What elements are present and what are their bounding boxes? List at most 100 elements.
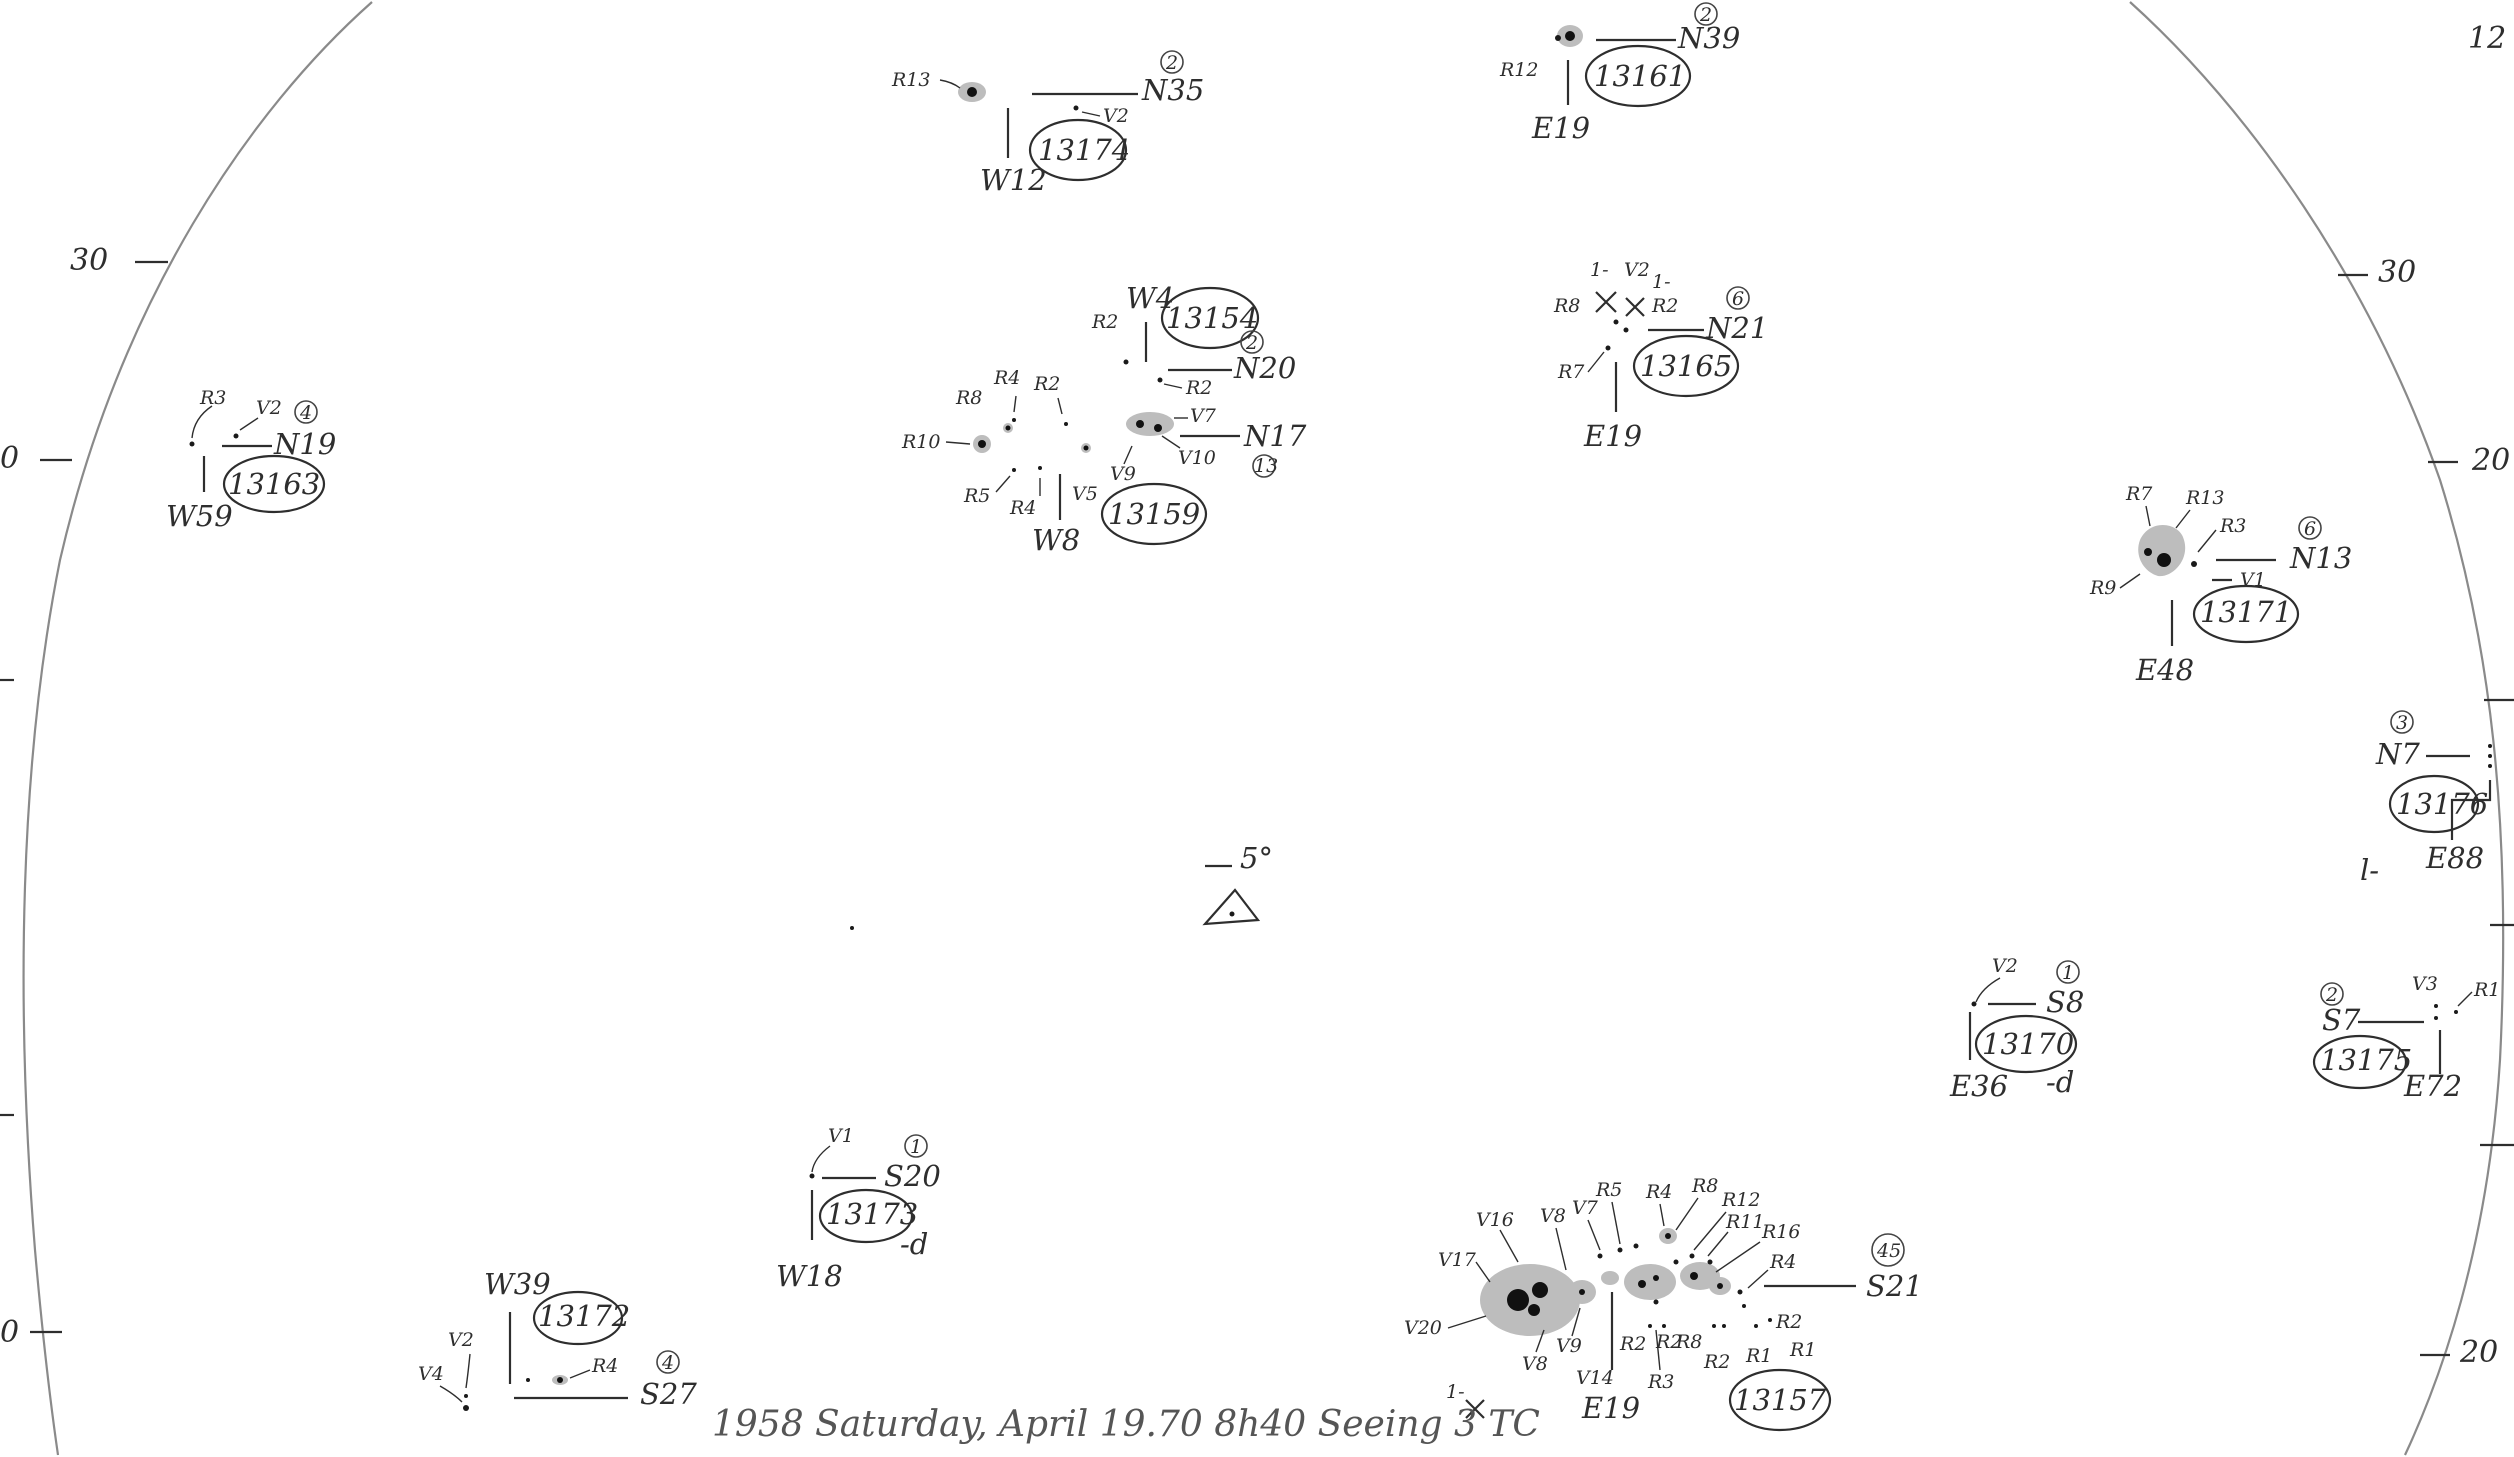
- spot-label: V7: [1572, 1197, 1599, 1219]
- spot-label: V14: [1576, 1367, 1614, 1389]
- region-number: 13175: [2320, 1043, 2412, 1077]
- region-longitude: E19: [1581, 1391, 1640, 1425]
- spot-label: R2: [1655, 1331, 1682, 1353]
- region-number: 13157: [1734, 1383, 1827, 1417]
- spot-label: R4: [1009, 497, 1036, 519]
- region-count: 2: [1245, 332, 1258, 354]
- spot-label: R4: [1769, 1251, 1796, 1273]
- spot-label: V2: [256, 397, 282, 419]
- spot-label: R13: [2185, 487, 2224, 509]
- spot-label: R3: [2219, 515, 2246, 537]
- spot-label: V9: [1556, 1335, 1582, 1357]
- region-latitude: N20: [1233, 351, 1296, 385]
- center-degree-label: 5°: [1240, 841, 1273, 875]
- margin-label-12: 12: [2468, 21, 2506, 56]
- margin-label-30-right: 30: [2378, 255, 2416, 290]
- spot-label: R7: [1557, 361, 1585, 383]
- region-count: 1: [2062, 962, 2074, 984]
- spot-label: R2: [1091, 311, 1118, 333]
- spot-label: R16: [1761, 1221, 1800, 1243]
- spot-label: V1: [828, 1125, 854, 1147]
- region-number: 13170: [1982, 1027, 2074, 1061]
- region-latitude: N21: [1705, 311, 1768, 345]
- region-latitude: S27: [640, 1377, 697, 1411]
- region-count: 13: [1254, 455, 1278, 477]
- margin-ticks: 30 30 0 20 0 20 12: [0, 21, 2514, 1370]
- spot-label: V2: [1103, 105, 1129, 127]
- region-number: 13176: [2396, 787, 2488, 821]
- region-count: 45: [1876, 1240, 1901, 1262]
- spot-label: R2: [1651, 295, 1678, 317]
- region-longitude: E72: [2403, 1069, 2462, 1103]
- spot-label: V9: [1110, 463, 1136, 485]
- region-latitude: S7: [2322, 1003, 2361, 1037]
- region-13171: R7 R13 R3 R9 V1 N13 6 E48 13171: [2089, 483, 2352, 687]
- region-longitude: E36: [1949, 1069, 2008, 1103]
- region-latitude: N17: [1243, 419, 1307, 453]
- region-number: 13172: [538, 1299, 630, 1333]
- region-latitude: N19: [273, 427, 336, 461]
- region-13170: 1 V2 S8 13170 E36 -d: [1949, 955, 2084, 1103]
- spot-label: R13: [891, 69, 930, 91]
- annotation-d: -d: [2046, 1065, 2074, 1099]
- spot-label: R2: [1703, 1351, 1730, 1373]
- spot-label: V5: [1072, 483, 1098, 505]
- spot-label: R4: [1645, 1181, 1672, 1203]
- solar-limb-left: [22, 1, 373, 1456]
- region-count: 6: [2304, 518, 2316, 540]
- spot-label: R7: [2125, 483, 2153, 505]
- region-number: 13174: [1038, 133, 1130, 167]
- region-count: 4: [299, 402, 312, 424]
- spot-label: R9: [2089, 577, 2116, 599]
- spot-label: V17: [1438, 1249, 1477, 1271]
- region-latitude: N13: [2289, 541, 2352, 575]
- region-latitude: N7: [2375, 737, 2420, 771]
- spot-label: V2: [1992, 955, 2018, 977]
- region-13154: R2 W4 13154 2 N20 R2: [1091, 281, 1296, 399]
- spot-label: V16: [1476, 1209, 1514, 1231]
- region-count: 2: [1699, 4, 1712, 26]
- spot-label: R2: [1033, 373, 1060, 395]
- region-13174: R13 V2 N35 W12 13174 2: [891, 50, 1204, 197]
- spot-label: R1: [1745, 1345, 1772, 1367]
- region-number: 13161: [1594, 59, 1686, 93]
- region-number: 13171: [2200, 595, 2292, 629]
- region-count: 3: [2396, 712, 2408, 734]
- region-number: 13173: [826, 1197, 918, 1231]
- observation-footer: 1958 Saturday, April 19.70 8h40 Seeing 3…: [712, 1404, 1540, 1445]
- region-longitude: W8: [1032, 523, 1080, 557]
- spot-label: R8: [1691, 1175, 1718, 1197]
- region-latitude: S8: [2046, 985, 2084, 1019]
- spot-label: R8: [955, 387, 982, 409]
- spot-label: R1: [1789, 1339, 1816, 1361]
- spot-label: V3: [2412, 973, 2438, 995]
- region-count: 1: [910, 1136, 922, 1158]
- region-13165: 1- V2 1- R8 R2 R7 N21 E19 13165 6: [1553, 259, 1768, 453]
- margin-label-0-bottom: 0: [0, 1315, 19, 1350]
- spot-label: R10: [901, 431, 940, 453]
- spot-label: R2: [1619, 1333, 1646, 1355]
- region-longitude: E48: [2135, 653, 2194, 687]
- region-longitude: E19: [1531, 111, 1590, 145]
- region-13175: 2 V3 R1 S7 13175 E72: [2312, 973, 2500, 1103]
- region-longitude: W4: [1126, 281, 1174, 315]
- region-count: 6: [1732, 288, 1744, 310]
- spot-label: V10: [1178, 447, 1216, 469]
- spot-label: R12: [1721, 1189, 1760, 1211]
- region-count: 2: [2325, 984, 2338, 1006]
- spot-label: V4: [418, 1363, 444, 1385]
- spot-label: R8: [1553, 295, 1580, 317]
- region-number: 13154: [1166, 301, 1258, 335]
- annotation-l: l-: [2360, 853, 2379, 887]
- center-mark: 5°: [850, 841, 1273, 930]
- margin-label-0-mid: 0: [0, 441, 19, 476]
- margin-label-30-left: 30: [70, 243, 108, 278]
- region-number: 13165: [1640, 349, 1732, 383]
- region-longitude: E88: [2425, 841, 2484, 875]
- spot-label: V2: [448, 1329, 474, 1351]
- spot-label: R2: [1775, 1311, 1802, 1333]
- region-number: 13163: [228, 467, 320, 501]
- spot-label: 1-: [1590, 259, 1609, 281]
- margin-label-20-bottom: 20: [2459, 1335, 2498, 1370]
